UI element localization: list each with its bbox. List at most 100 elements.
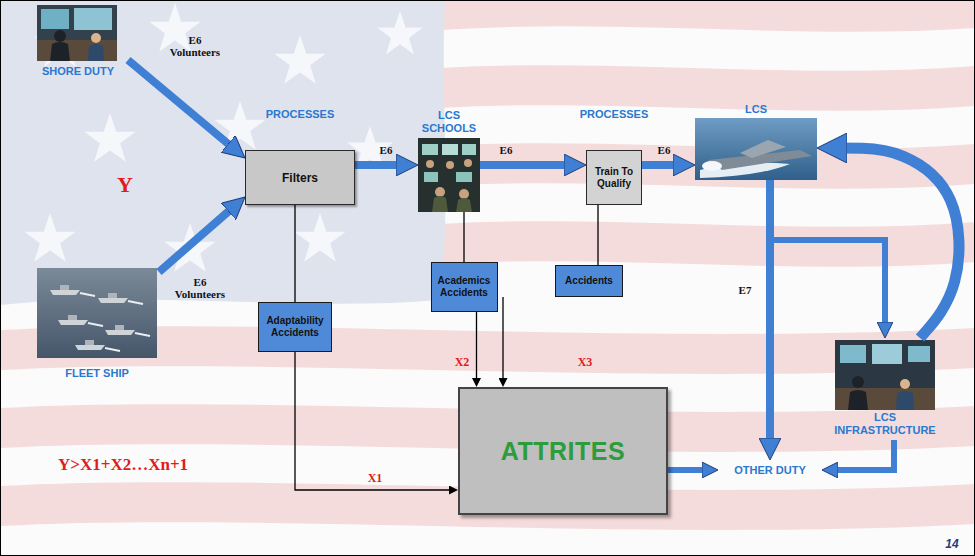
attrition-line [502, 297, 503, 382]
flow-arrow [833, 148, 959, 338]
shore-duty-photo [41, 9, 69, 29]
lcs-infrastructure-photo [900, 379, 910, 389]
attrition-line [476, 312, 477, 382]
flow-label: E6 [380, 144, 393, 156]
node-caption: OTHER DUTY [734, 464, 806, 477]
lcs-schools-photo [456, 198, 472, 212]
attrition-line [463, 212, 464, 262]
fleet-ship-node: FLEET SHIP [35, 266, 159, 383]
node-caption: LCS INFRASTRUCTURE [832, 411, 938, 437]
attrition-cause-box: Academics Accidents [431, 262, 498, 312]
fleet-ship-photo [37, 268, 157, 358]
lcs-infrastructure-photo [835, 388, 935, 410]
lcs-infrastructure-photo [908, 346, 930, 362]
flow-arrow [642, 161, 683, 169]
fleet-ship-photo [37, 268, 157, 358]
box-label: Academics Accidents [436, 275, 493, 299]
lcs-ship-photo [695, 118, 817, 180]
shore-duty-photo [37, 40, 117, 61]
shore-duty-node: SHORE DUTY [28, 4, 128, 81]
box-label: Accidents [565, 275, 613, 287]
box-label: ATTRITES [501, 437, 625, 465]
flag [440, 0, 975, 32]
lcs-schools-photo [446, 161, 454, 169]
attrition-line [597, 205, 598, 265]
lcs-ship-photo [695, 118, 817, 180]
flag [24, 213, 75, 262]
attrites-box: ATTRITES [458, 387, 668, 515]
attrition-cause-box: Adaptability Accidents [258, 302, 332, 352]
lcs-ship-node: LCS [695, 118, 817, 180]
shore-duty-photo [88, 44, 104, 61]
lcs-schools-photo [435, 187, 445, 197]
flag [84, 113, 135, 162]
shore-duty-photo [37, 5, 117, 61]
lcs-infrastructure-node: LCS INFRASTRUCTURE [828, 338, 942, 440]
lcs-schools-photo [464, 159, 472, 167]
lcs-schools-photo [432, 196, 448, 212]
shore-duty-photo [91, 33, 101, 43]
lcs-infrastructure-photo [872, 344, 902, 364]
flag [274, 35, 325, 84]
attrition-count-label: X1 [368, 471, 383, 486]
section-heading: PROCESSES [580, 108, 648, 121]
fleet-ship-photo [98, 293, 143, 304]
box-label: Train To Qualify [591, 166, 637, 190]
flag [440, 221, 975, 267]
lcs-infrastructure-photo [835, 340, 935, 410]
lcs-ship-photo [740, 140, 786, 158]
lcs-infrastructure-photo [835, 340, 935, 410]
fleet-ship-photo [58, 315, 103, 326]
flow-arrow [830, 440, 894, 470]
flag [377, 11, 423, 54]
lcs-schools-photo [422, 144, 438, 155]
lcs-schools-photo [459, 189, 469, 199]
node-caption: SHORE DUTY [42, 65, 114, 78]
shore-duty-photo [37, 5, 117, 61]
node-caption: FLEET SHIP [65, 367, 129, 380]
formula: Y>X1+X2…Xn+1 [58, 455, 188, 475]
variable-label: Y [117, 172, 133, 198]
lcs-infrastructure-photo [852, 376, 864, 388]
lcs-infrastructure-photo [896, 391, 914, 410]
flow-arrow [355, 161, 406, 169]
fleet-ship-photo [75, 340, 120, 351]
flow-label: E6 Volunteers [164, 34, 226, 58]
lcs-infrastructure-photo [848, 390, 868, 410]
flow-arrow [480, 161, 574, 169]
fleet-ship-photo [105, 325, 150, 336]
attrition-count-label: X3 [578, 355, 593, 370]
lcs-schools-photo [426, 160, 434, 168]
flow-label: E6 Volunteers [169, 276, 231, 300]
lcs-schools-photo [418, 138, 480, 212]
flag [0, 0, 446, 305]
flag [294, 213, 345, 262]
flow-arrow [770, 180, 885, 330]
attrition-count-label: X2 [455, 355, 470, 370]
node-caption: LCS SCHOOLS [416, 109, 482, 135]
lcs-schools-photo [456, 172, 472, 182]
section-heading: PROCESSES [266, 108, 334, 121]
attrition-line [295, 352, 453, 490]
flow-arrow [159, 205, 236, 272]
flow-label: E6 [658, 144, 671, 156]
lcs-infrastructure-photo [840, 345, 866, 363]
process-box: PROCESSESTrain To Qualify [586, 150, 642, 205]
lcs-schools-photo [424, 172, 438, 182]
flag [440, 65, 975, 111]
destination-label: OTHER DUTY [718, 460, 822, 480]
flow-arrow [128, 60, 236, 150]
box-label: Filters [282, 171, 318, 185]
flow-label: E7 [739, 284, 752, 296]
shore-duty-photo [74, 8, 112, 30]
attrition-line [294, 205, 295, 302]
page-number: 14 [945, 537, 958, 551]
box-label: Adaptability Accidents [263, 315, 327, 339]
flag [24, 3, 422, 272]
node-caption: LCS [745, 103, 767, 116]
